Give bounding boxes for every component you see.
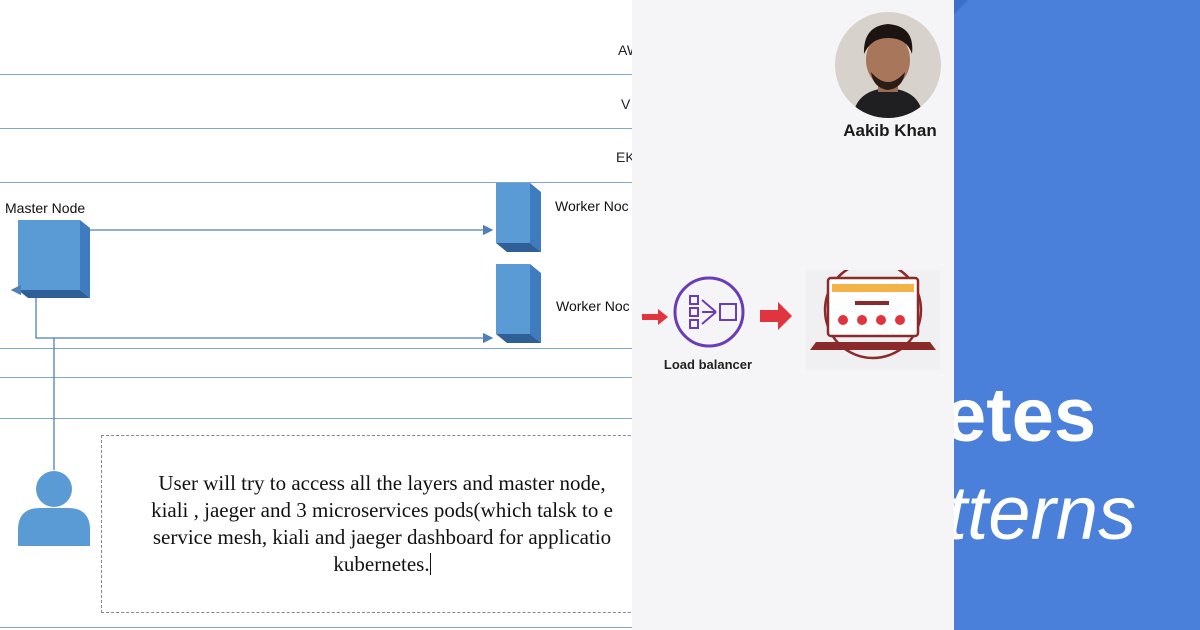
presenter-avatar bbox=[835, 12, 941, 118]
description-line: kiali , jaeger and 3 microservices pods(… bbox=[151, 498, 613, 522]
master-node-label: Master Node bbox=[5, 200, 86, 216]
worker-node-2-label: Worker Noc bbox=[556, 298, 630, 314]
incoming-arrow-icon bbox=[642, 309, 668, 325]
layer-divider bbox=[0, 182, 632, 183]
title-panel: etes tterns bbox=[954, 0, 1200, 630]
architecture-diagram: AW V EK bbox=[0, 42, 632, 628]
presenter-name: Aakib Khan bbox=[843, 121, 937, 140]
layer-divider bbox=[0, 627, 632, 628]
text-cursor bbox=[429, 553, 431, 575]
load-balancer-icon bbox=[673, 276, 745, 348]
corner-accent bbox=[954, 0, 968, 14]
description-line: service mesh, kiali and jaeger dashboard… bbox=[152, 525, 612, 549]
layer-label-vpc: V bbox=[621, 96, 631, 112]
worker-node-1-label: Worker Noc bbox=[555, 198, 629, 214]
master-node-shape bbox=[18, 220, 90, 298]
outgoing-arrow-icon bbox=[760, 302, 792, 330]
load-balancer-flow bbox=[642, 270, 940, 370]
layer-divider bbox=[0, 128, 632, 129]
layer-divider bbox=[0, 418, 632, 419]
description-text: User will try to access all the layers a… bbox=[0, 470, 632, 578]
layer-divider bbox=[0, 74, 632, 75]
layer-label-eks: EK bbox=[616, 149, 632, 165]
title-line-2: tterns bbox=[954, 471, 1137, 556]
description-textbox[interactable]: User will try to access all the layers a… bbox=[101, 435, 632, 613]
diagram-shapes bbox=[10, 183, 541, 546]
layer-label-aws: AW bbox=[618, 42, 632, 58]
worker-node-2-shape bbox=[496, 264, 541, 343]
layer-divider bbox=[0, 377, 632, 378]
title-line-1: etes bbox=[954, 373, 1097, 458]
user-icon bbox=[18, 471, 90, 546]
web-app-laptop-icon bbox=[806, 270, 940, 370]
layer-divider bbox=[0, 348, 632, 349]
worker-node-1-shape bbox=[496, 183, 541, 252]
description-line: User will try to access all the layers a… bbox=[158, 471, 606, 495]
description-line-last: kubernetes. bbox=[333, 552, 431, 576]
master-to-worker-2-arrow bbox=[35, 298, 494, 344]
load-balancer-label: Load balancer bbox=[663, 357, 753, 372]
